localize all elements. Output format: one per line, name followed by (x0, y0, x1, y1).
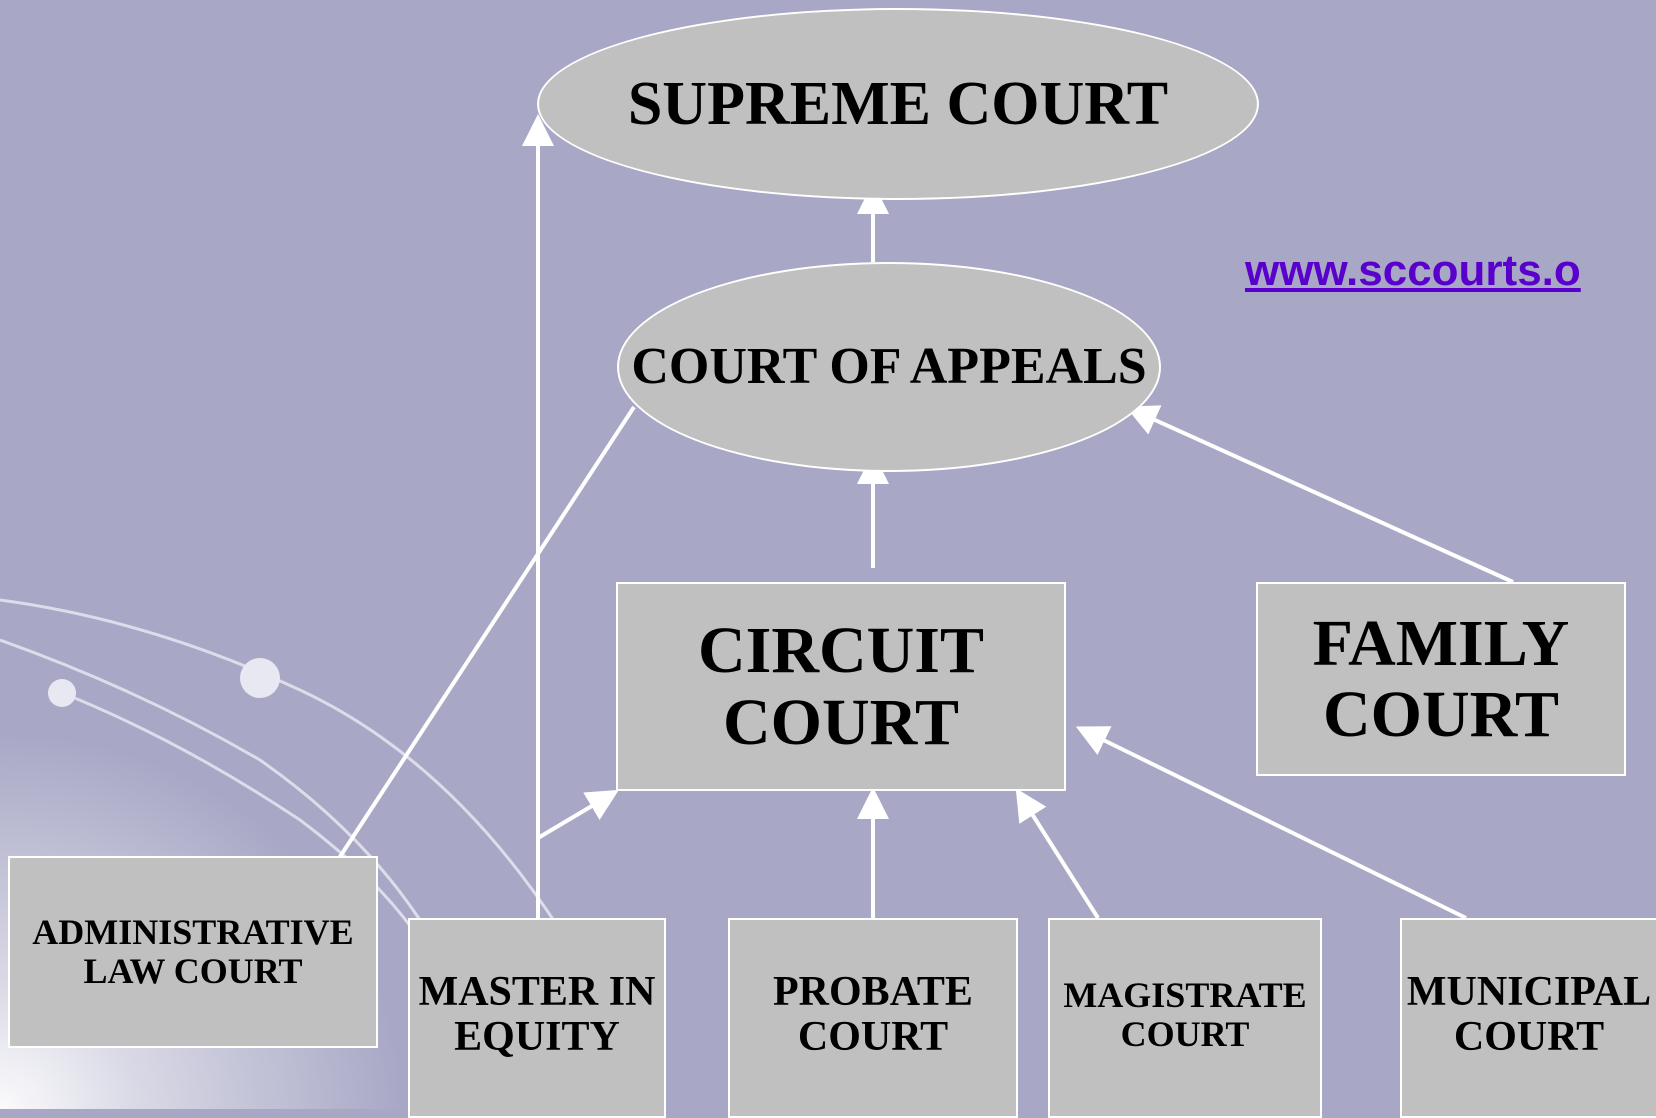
arrow-magistrate-to-circuit (1015, 788, 1100, 920)
supreme-court-label: SUPREME COURT (627, 69, 1169, 138)
family-court-node: FAMILY COURT (1256, 582, 1626, 776)
family-court-label-line1: FAMILY (1312, 606, 1570, 680)
magistrate-court-node: MAGISTRATE COURT (1048, 918, 1322, 1118)
probate-court-label-line1: PROBATE (773, 969, 973, 1015)
master-in-equity-label-line2: EQUITY (454, 1014, 620, 1061)
municipal-court-label-line1: MUNICIPAL (1406, 969, 1652, 1015)
arrow-admin-to-appeals (328, 405, 636, 874)
magistrate-court-label-line1: MAGISTRATE (1063, 975, 1307, 1015)
arrow-family-to-appeals (1125, 405, 1514, 584)
family-court-label-line2: COURT (1322, 678, 1560, 751)
circuit-court-label-line1: CIRCUIT (697, 614, 985, 688)
administrative-law-court-label-line2: LAW COURT (83, 951, 303, 991)
municipal-court-node: MUNICIPAL COURT (1400, 918, 1656, 1118)
probate-court-node: PROBATE COURT (728, 918, 1018, 1118)
arrow-master-to-circuit (536, 789, 619, 840)
sccourts-website-link[interactable]: www.sccourts.o (1245, 246, 1581, 295)
municipal-court-label-line2: COURT (1453, 1014, 1605, 1061)
supreme-court-node: SUPREME COURT (537, 8, 1259, 200)
magistrate-court-label-line2: COURT (1120, 1013, 1250, 1054)
master-in-equity-node: MASTER IN EQUITY (408, 918, 666, 1118)
court-of-appeals-node: COURT OF APPEALS (617, 262, 1161, 472)
circuit-court-label-line2: COURT (722, 685, 960, 759)
administrative-law-court-label-line1: ADMINISTRATIVE (32, 912, 354, 953)
probate-court-label-line2: COURT (797, 1014, 949, 1061)
master-in-equity-label-line1: MASTER IN (418, 969, 656, 1015)
circuit-court-node: CIRCUIT COURT (616, 582, 1066, 791)
administrative-law-court-node: ADMINISTRATIVE LAW COURT (8, 856, 378, 1048)
court-of-appeals-label: COURT OF APPEALS (631, 337, 1147, 395)
